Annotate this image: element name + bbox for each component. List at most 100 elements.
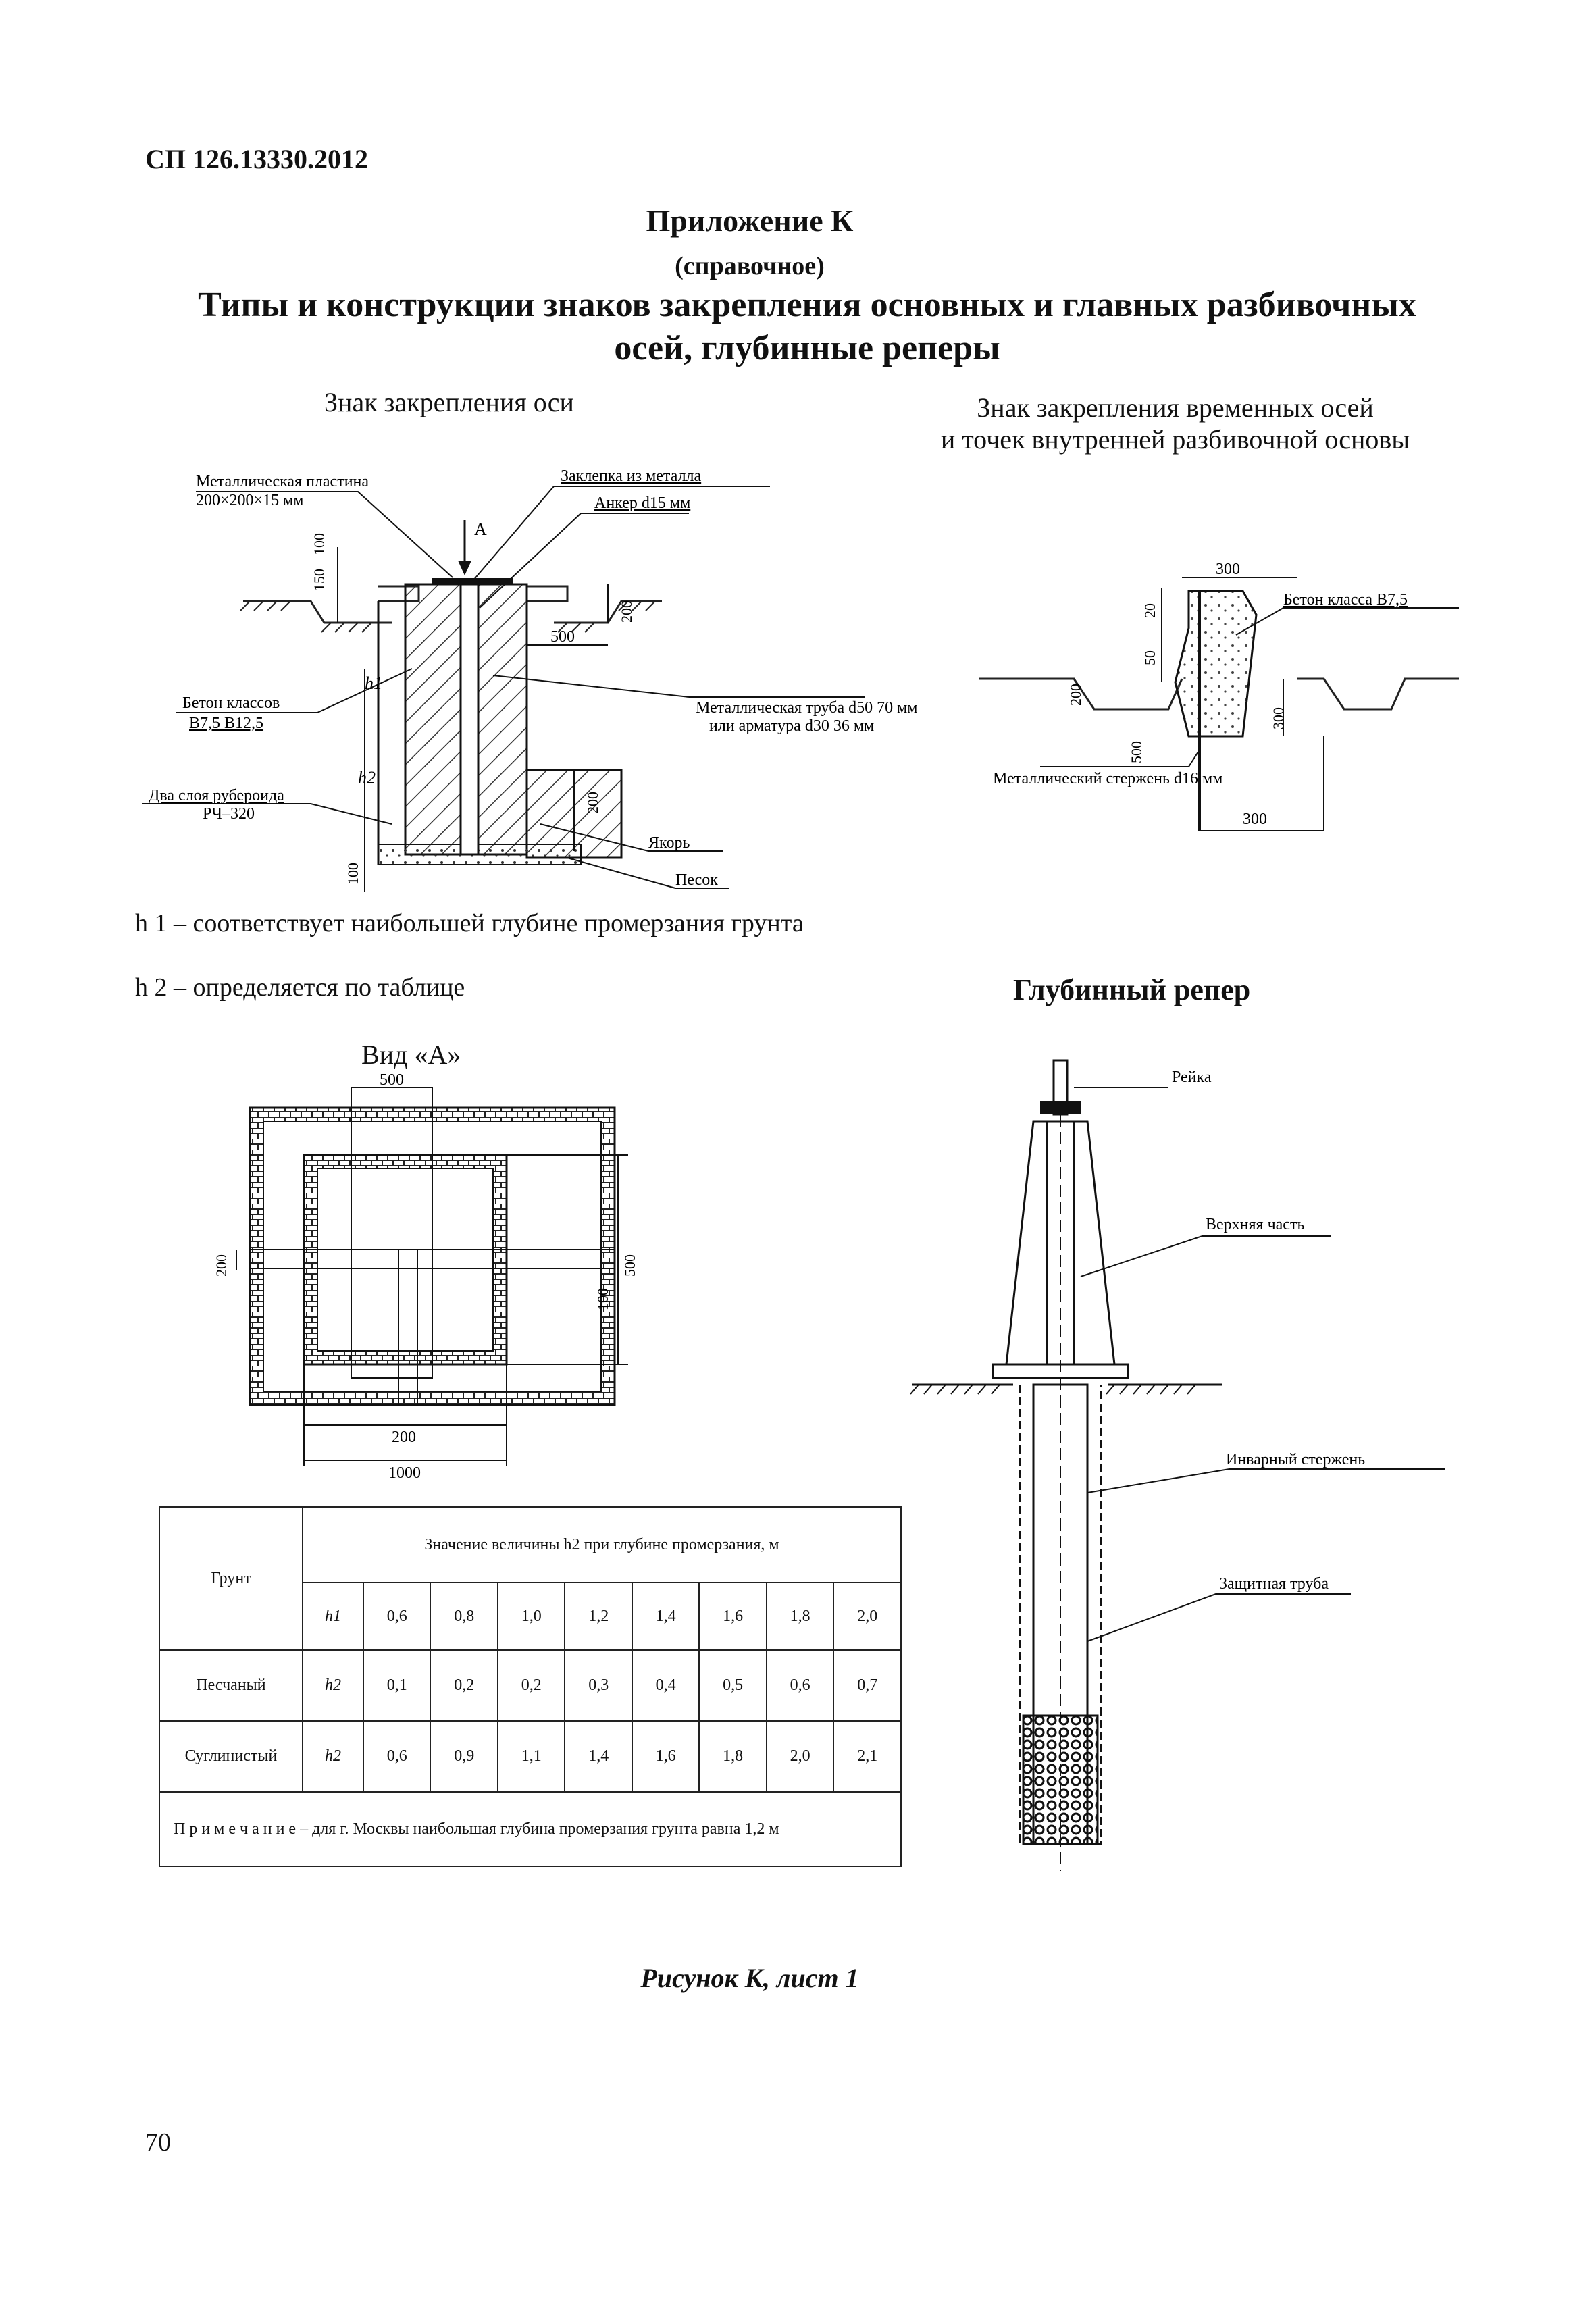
value-cell: 1,8 <box>698 1720 767 1793</box>
appendix-subtitle: (справочное) <box>675 252 825 280</box>
soil-cell: Песчаный <box>159 1649 303 1722</box>
depth-cell: 1,8 <box>765 1582 835 1651</box>
temp-dim-20: 20 <box>1141 603 1158 618</box>
value-cell: 1,4 <box>564 1720 633 1793</box>
metal-plate <box>432 578 513 585</box>
axis-mark-caption: Знак закрепления оси <box>324 387 574 417</box>
view-a-dimensions <box>236 1087 628 1466</box>
view-dim-100-right: 100 <box>594 1288 611 1310</box>
upper-part-label: Верхняя часть <box>1206 1216 1304 1233</box>
temp-mark-caption: Знак закрепления временных осей и точек … <box>898 392 1452 455</box>
dim-100: 100 <box>311 533 328 555</box>
temp-mark-drawing: Бетон класса В7,5 Металлический стержень… <box>979 561 1459 831</box>
temp-dim-200: 200 <box>1067 684 1084 706</box>
table-row: Песчаный h2 0,1 0,2 0,2 0,3 0,4 0,5 0,6 … <box>159 1649 902 1722</box>
yakor-label: Якорь <box>648 834 690 852</box>
pipe-label-2: или арматура d30 36 мм <box>709 717 874 735</box>
protective-tube-label: Защитная труба <box>1219 1575 1329 1593</box>
param-cell: h2 <box>302 1649 364 1722</box>
view-a-drawing: 500 500 100 200 200 1000 <box>213 1071 638 1482</box>
value-cell: 0,4 <box>631 1649 700 1722</box>
rivet-label: Заклепка из металла <box>561 467 702 485</box>
roofing-label-2: РЧ–320 <box>203 805 255 823</box>
plate-label-1: Металлическая пластина <box>196 473 369 490</box>
h2-table: Грунт Значение величины h2 при глубине п… <box>159 1506 902 1867</box>
plate-label-2: 200×200×15 мм <box>196 492 303 509</box>
temp-concrete-label: Бетон класса В7,5 <box>1283 591 1408 609</box>
sand-label: Песок <box>675 871 718 889</box>
temp-ground-line <box>979 677 1459 711</box>
concrete-label-2: В7,5 В12,5 <box>189 715 263 732</box>
h1-header: h1 <box>302 1582 364 1651</box>
view-dim-500-top: 500 <box>380 1071 404 1089</box>
value-cell: 0,5 <box>698 1649 767 1722</box>
appendix-title: Приложение К <box>646 203 854 238</box>
temp-mark-caption-line1: Знак закрепления временных осей <box>977 392 1374 423</box>
value-cell: 0,2 <box>430 1649 498 1722</box>
view-dim-200-left: 200 <box>213 1254 230 1277</box>
value-header: Значение величины h2 при глубине промерз… <box>302 1506 902 1583</box>
gravel-fill <box>1022 1714 1099 1845</box>
deep-benchmark-drawing: Рейка Верхняя часть Инварный стержень За… <box>910 1059 1445 1871</box>
center-plate <box>351 1168 433 1379</box>
soil-header: Грунт <box>159 1506 303 1651</box>
temp-dim-300-top: 300 <box>1216 561 1240 578</box>
inner-frame-inner <box>317 1168 494 1352</box>
view-dim-500-right: 500 <box>621 1254 638 1277</box>
depth-cell: 2,0 <box>833 1582 902 1651</box>
temp-dimension-lines <box>1161 577 1324 831</box>
view-a-caption: Вид «А» <box>361 1039 461 1070</box>
rod-label: Металлический стержень d16 мм <box>993 770 1222 788</box>
staff-label: Рейка <box>1172 1069 1212 1086</box>
dim-200-bottom: 200 <box>584 792 601 814</box>
temp-dim-500: 500 <box>1128 741 1145 763</box>
table-note: П р и м е ч а н и е – для г. Москвы наиб… <box>159 1791 902 1867</box>
arrow-label: А <box>474 519 487 539</box>
depth-cell: 0,8 <box>430 1582 498 1651</box>
depth-cell: 0,6 <box>362 1582 432 1651</box>
pipe-label-1: Металлическая труба d50 70 мм <box>696 699 917 717</box>
h1-dim-label: h1 <box>365 673 382 693</box>
depth-cell: 1,2 <box>564 1582 633 1651</box>
value-cell: 0,3 <box>564 1649 633 1722</box>
ground-hatch <box>240 600 656 633</box>
value-cell: 0,6 <box>362 1720 432 1793</box>
value-cell: 0,1 <box>362 1649 432 1722</box>
figure-caption: Рисунок К, лист 1 <box>640 1963 859 1993</box>
soil-cell: Суглинистый <box>159 1720 303 1793</box>
view-dim-200-bottom: 200 <box>392 1429 416 1446</box>
deep-benchmark-title: Глубинный репер <box>1013 973 1251 1006</box>
h2-dim-label: h2 <box>358 768 376 788</box>
value-cell: 1,6 <box>631 1720 700 1793</box>
view-arrow-head <box>458 561 471 575</box>
concrete-label-1: Бетон классов <box>182 694 280 712</box>
sand-layer <box>378 844 582 865</box>
view-dim-1000: 1000 <box>388 1464 421 1482</box>
value-cell: 0,7 <box>833 1649 902 1722</box>
temp-dim-50: 50 <box>1141 650 1158 665</box>
document-code: СП 126.13330.2012 <box>145 144 368 174</box>
anchor-label: Анкер d15 мм <box>594 494 690 512</box>
value-cell: 0,2 <box>496 1649 566 1722</box>
horizontal-bar <box>249 1249 615 1269</box>
main-title: Типы и конструкции знаков закрепления ос… <box>101 284 1513 370</box>
metal-pipe <box>459 583 480 856</box>
h2-note: h 2 – определяется по таблице <box>135 973 465 1002</box>
depth-cell: 1,6 <box>698 1582 767 1651</box>
dim-100-bottom: 100 <box>344 863 361 885</box>
temp-concrete-block <box>1174 590 1258 738</box>
main-title-line1: Типы и конструкции знаков закрепления ос… <box>198 286 1416 324</box>
axis-mark-drawing: А Металлическая пластина 200×200×15 мм З… <box>142 467 917 892</box>
value-cell: 0,6 <box>765 1649 835 1722</box>
temp-leader-lines <box>1040 607 1459 767</box>
value-cell: 1,1 <box>496 1720 566 1793</box>
temp-mark-caption-line2: и точек внутренней разбивочной основы <box>940 424 1410 455</box>
benchmark-ground-hatch <box>910 1384 1196 1395</box>
temp-dim-300-side: 300 <box>1270 707 1287 729</box>
dimension-lines <box>337 547 609 892</box>
page-number: 70 <box>145 2128 171 2157</box>
benchmark-leaders <box>1074 1087 1445 1642</box>
staff-base <box>1040 1101 1081 1114</box>
invar-rod-label: Инварный стержень <box>1226 1451 1365 1468</box>
table-row: Суглинистый h2 0,6 0,9 1,1 1,4 1,6 1,8 2… <box>159 1720 902 1793</box>
